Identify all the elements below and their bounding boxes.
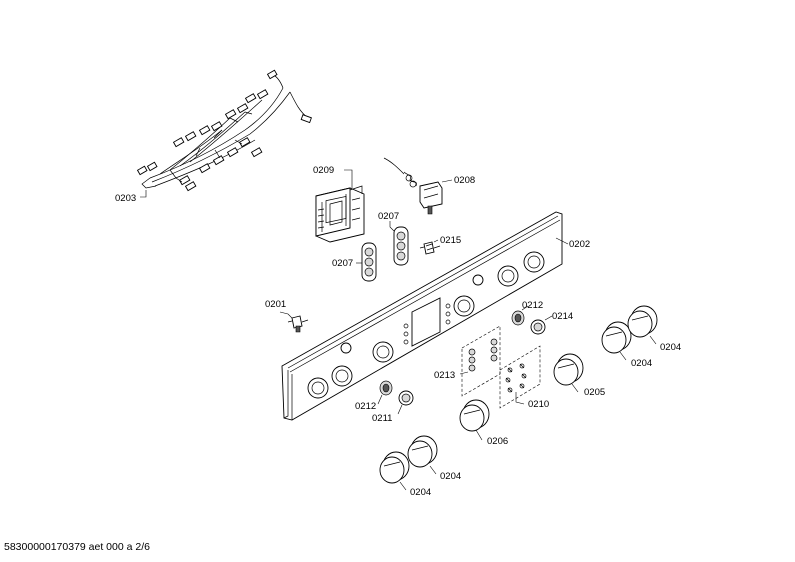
label-0211: 0211 (372, 413, 392, 424)
knob-0204-right-a (601, 321, 632, 361)
knob-0204-right-b (627, 305, 658, 345)
label-0212-lower: 0212 (355, 401, 376, 412)
panel-recess-6 (523, 251, 545, 273)
panel-recess-2 (331, 365, 353, 387)
label-0204-bottom-b: 0204 (410, 487, 431, 498)
small-knob-0211 (397, 390, 414, 415)
label-0208: 0208 (454, 175, 475, 186)
bracket-0207-upper (389, 221, 409, 266)
label-0201: 0201 (265, 299, 286, 310)
label-0210: 0210 (528, 399, 549, 410)
label-0204-right-b: 0204 (660, 342, 681, 353)
label-0202: 0202 (569, 239, 590, 250)
knob-0206 (459, 399, 490, 441)
label-0207-upper: 0207 (378, 211, 399, 222)
label-0203: 0203 (115, 193, 136, 204)
wiring-harness-0203 (136, 69, 312, 198)
knob-bush-0212-lower (377, 380, 393, 405)
control-panel-0202 (281, 211, 569, 421)
pushbutton-set-0213 (459, 325, 501, 397)
panel-recess-3 (372, 341, 394, 363)
switch-0201 (279, 311, 309, 333)
label-0209: 0209 (313, 165, 334, 176)
springs-0210 (499, 345, 541, 409)
switch-0215 (419, 239, 441, 255)
label-0205: 0205 (584, 387, 605, 398)
panel-recess-5 (497, 265, 519, 287)
electronic-module-0209 (315, 169, 365, 243)
label-0213: 0213 (434, 370, 455, 381)
knob-0205 (553, 353, 584, 393)
knob-0204-bottom-a (407, 435, 438, 475)
panel-recess-1 (307, 377, 329, 399)
label-0214: 0214 (552, 311, 573, 322)
bracket-0207-lower (356, 242, 377, 282)
label-0206: 0206 (487, 436, 508, 447)
document-reference-footer: 58300000170379 aet 000 a 2/6 (4, 541, 150, 553)
knob-0204-bottom-b (379, 451, 410, 491)
label-0204-right-a: 0204 (631, 358, 652, 369)
label-0207-lower: 0207 (332, 258, 353, 269)
panel-recess-4 (453, 295, 475, 317)
knob-bush-0212-upper (511, 305, 529, 326)
label-0212-upper: 0212 (522, 300, 543, 311)
small-knob-0214 (530, 315, 553, 335)
label-0204-bottom-a: 0204 (440, 471, 461, 482)
thermostat-0208 (383, 157, 453, 215)
label-0215: 0215 (440, 235, 461, 246)
